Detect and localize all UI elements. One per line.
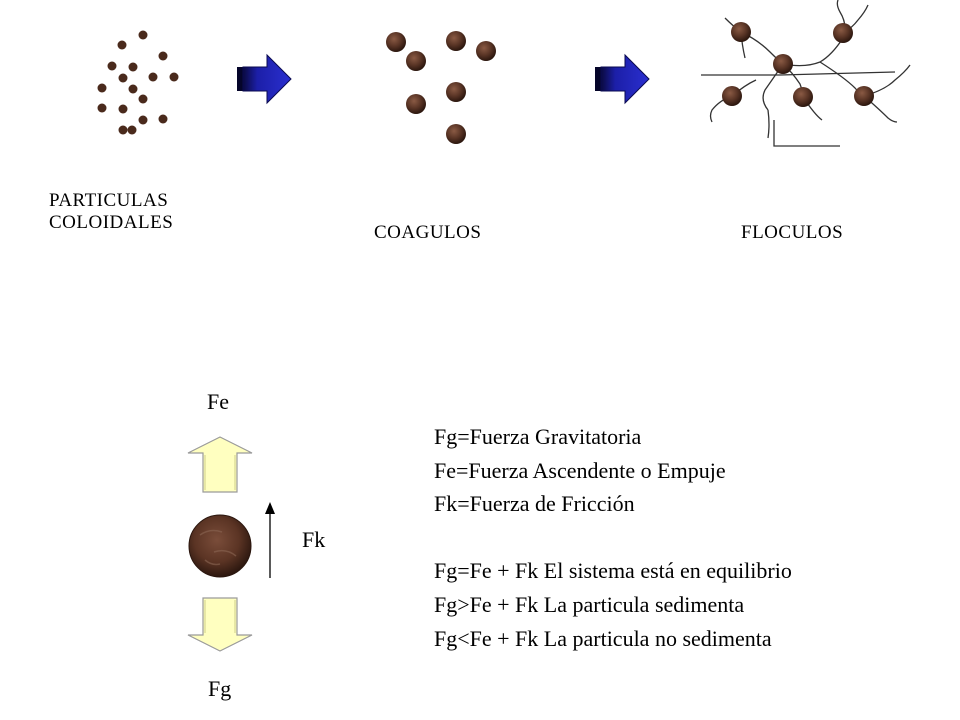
colloidal-particle (148, 72, 158, 82)
colloidal-particle (158, 114, 168, 124)
colloidal-particle (117, 40, 127, 50)
friction-arrow (265, 502, 275, 578)
legend-condition: Fg=Fe + Fk El sistema está en equilibrio (434, 558, 792, 584)
legend-definition: Fe=Fuerza Ascendente o Empuje (434, 457, 726, 483)
colloidal-particle (97, 83, 107, 93)
buoyancy-arrow-up (187, 436, 253, 493)
force-label-fg: Fg (208, 676, 232, 701)
colloidal-particle (138, 115, 148, 125)
label-coagulos: COAGULOS (374, 222, 482, 243)
colloidal-particle (118, 73, 128, 83)
gravity-arrow-down (187, 597, 253, 652)
colloidal-particle (128, 84, 138, 94)
colloidal-particle (138, 94, 148, 104)
colloidal-particle (118, 104, 128, 114)
colloidal-particle (97, 103, 107, 113)
colloidal-particles-group (97, 30, 179, 135)
floculos-group (701, 0, 911, 147)
colloidal-particle (128, 62, 138, 72)
coagulos-group (386, 31, 496, 144)
coagulo-particle (446, 31, 466, 51)
floculo-particle (854, 86, 874, 106)
settling-particle (188, 514, 252, 578)
force-legend: Fg=Fuerza Gravitatoria Fe=Fuerza Ascende… (434, 420, 792, 655)
floculo-particle (722, 86, 742, 106)
label-floculos: FLOCULOS (741, 222, 844, 243)
process-arrow-2 (595, 53, 650, 105)
legend-condition: Fg<Fe + Fk La particula no sedimenta (434, 625, 772, 651)
coagulo-particle (386, 32, 406, 52)
floculo-particle (793, 87, 813, 107)
legend-condition: Fg>Fe + Fk La particula sedimenta (434, 591, 745, 617)
legend-definition: Fg=Fuerza Gravitatoria (434, 424, 642, 449)
coagulo-particle (406, 94, 426, 114)
colloidal-particle (127, 125, 137, 135)
floculo-particle (731, 22, 751, 42)
label-colloidal: PARTICULAS COLOIDALES (49, 190, 174, 233)
force-label-fk: Fk (302, 527, 326, 552)
colloidal-particle (158, 51, 168, 61)
colloidal-particle (107, 61, 117, 71)
coagulo-particle (406, 51, 426, 71)
coagulo-particle (446, 124, 466, 144)
floculo-particle (833, 23, 853, 43)
colloidal-particle (118, 125, 128, 135)
polymer-chains (701, 0, 911, 147)
process-arrow-1 (237, 53, 292, 105)
legend-definition: Fk=Fuerza de Fricción (434, 491, 635, 517)
colloidal-particle (169, 72, 179, 82)
coagulo-particle (446, 82, 466, 102)
floculo-particle (773, 54, 793, 74)
coagulo-particle (476, 41, 496, 61)
colloidal-particle (138, 30, 148, 40)
force-label-fe: Fe (207, 389, 229, 414)
